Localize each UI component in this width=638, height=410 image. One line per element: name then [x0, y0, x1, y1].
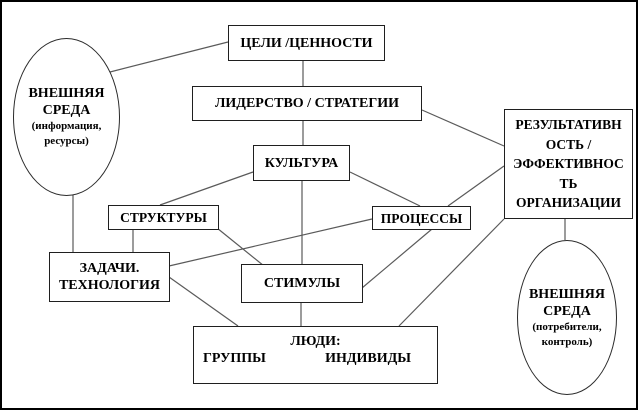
edge-leadership-effectiveness [421, 109, 505, 147]
tasks-line1: ЗАДАЧИ. [79, 261, 140, 276]
box-culture: КУЛЬТУРА [253, 145, 350, 181]
stimuli-label: СТИМУЛЫ [263, 276, 341, 291]
effectiveness-line1: РЕЗУЛЬТАТИВН [515, 117, 622, 132]
effectiveness-line4: ТЬ [559, 175, 578, 191]
effectiveness-text: РЕЗУЛЬТАТИВН ОСТЬ / ЭФФЕКТИВНОС ТЬ ОРГАН… [513, 115, 624, 213]
people-individuals-label: ИНДИВИДЫ [325, 351, 411, 366]
box-stimuli: СТИМУЛЫ [241, 264, 363, 303]
people-groups-label: ГРУППЫ [203, 351, 266, 366]
edge-structures-stimuli [216, 227, 265, 267]
env-left-line2: СРЕДА [42, 103, 91, 118]
edge-processes-effectiveness [447, 165, 505, 207]
edge-culture-processes [349, 171, 421, 207]
env-left-line3: (информация, [31, 120, 102, 132]
ellipse-external-environment-right: ВНЕШНЯЯ СРЕДА (потребители, контроль) [517, 240, 617, 395]
box-effectiveness-organization: РЕЗУЛЬТАТИВН ОСТЬ / ЭФФЕКТИВНОС ТЬ ОРГАН… [504, 109, 633, 219]
processes-label: ПРОЦЕССЫ [380, 210, 463, 226]
ellipse-external-environment-left: ВНЕШНЯЯ СРЕДА (информация, ресурсы) [13, 38, 120, 196]
structures-label: СТРУКТУРЫ [120, 210, 207, 225]
edge-env-left-goals [109, 41, 229, 73]
edge-effectiveness-people [398, 218, 505, 327]
goals-values-label: ЦЕЛИ /ЦЕННОСТИ [240, 35, 373, 51]
people-title: ЛЮДИ: [290, 334, 341, 349]
env-right-line3: (потребители, [532, 320, 602, 333]
env-left-line1: ВНЕШНЯЯ [28, 86, 105, 101]
box-structures: СТРУКТУРЫ [108, 205, 219, 230]
culture-label: КУЛЬТУРА [264, 155, 339, 171]
edge-processes-stimuli [361, 228, 433, 289]
box-goals-values: ЦЕЛИ /ЦЕННОСТИ [228, 25, 385, 61]
box-tasks-technology: ЗАДАЧИ. ТЕХНОЛОГИЯ [49, 252, 170, 302]
tasks-technology-text: ЗАДАЧИ. ТЕХНОЛОГИЯ [59, 260, 160, 294]
env-right-line4: контроль) [541, 335, 593, 348]
edge-tasks-processes [168, 218, 373, 267]
effectiveness-line3: ЭФФЕКТИВНОС [513, 156, 624, 171]
edge-culture-structures [159, 171, 254, 206]
leadership-strategies-label: ЛИДЕРСТВО / СТРАТЕГИИ [214, 96, 400, 111]
env-right-line2: СРЕДА [543, 303, 591, 319]
box-people-groups-individuals: ЛЮДИ: ГРУППЫ ИНДИВИДЫ [193, 326, 438, 384]
people-row: ГРУППЫ ИНДИВИДЫ [194, 350, 437, 367]
effectiveness-line2: ОСТЬ / [545, 136, 592, 152]
tasks-line2: ТЕХНОЛОГИЯ [58, 278, 161, 293]
box-leadership-strategies: ЛИДЕРСТВО / СТРАТЕГИИ [192, 86, 422, 121]
box-processes: ПРОЦЕССЫ [372, 206, 471, 230]
env-left-line4: ресурсы) [44, 135, 89, 147]
env-right-line1: ВНЕШНЯЯ [528, 286, 606, 302]
effectiveness-line5: ОРГАНИЗАЦИИ [515, 195, 621, 210]
edge-tasks-people [168, 276, 239, 327]
